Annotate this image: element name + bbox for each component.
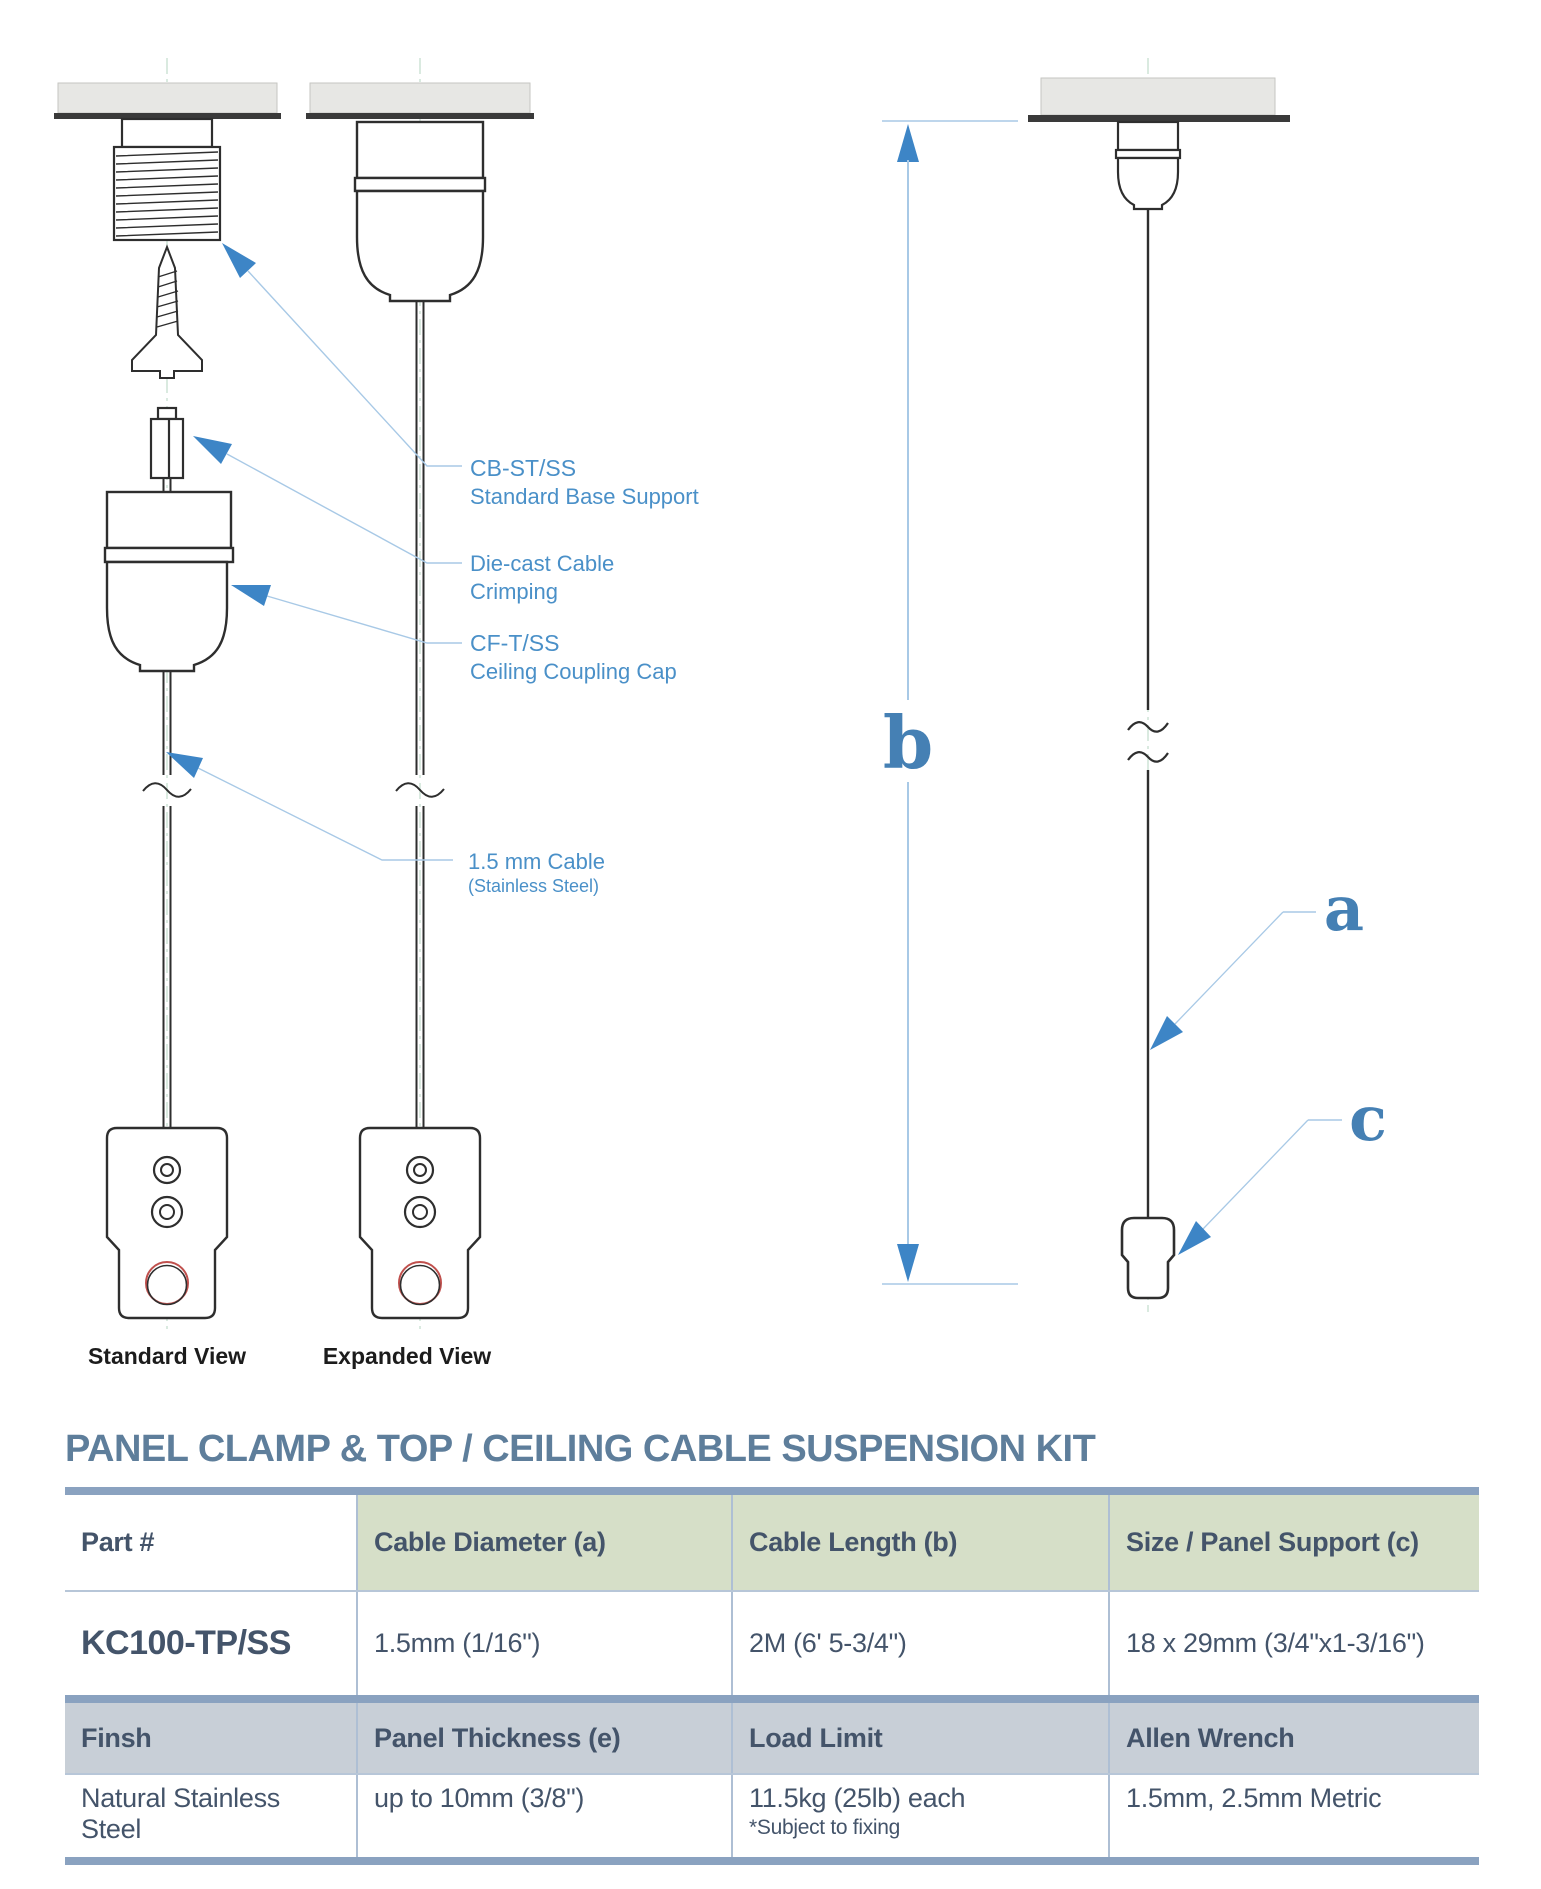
expanded-view-figure bbox=[306, 82, 534, 1320]
ceiling-line bbox=[54, 113, 281, 119]
ceiling-plate bbox=[309, 82, 531, 114]
cable-break bbox=[1127, 721, 1169, 763]
table-middle-bar bbox=[65, 1695, 1479, 1703]
suspension-cable bbox=[415, 301, 425, 1128]
cell-allen-wrench: 1.5mm, 2.5mm Metric bbox=[1110, 1775, 1479, 1857]
header-cable-length: Cable Length (b) bbox=[733, 1495, 1110, 1590]
part-label-code: 1.5 mm Cable bbox=[468, 849, 605, 874]
cell-part-number: KC100-TP/SS bbox=[65, 1592, 358, 1695]
mounting-screw bbox=[131, 244, 203, 379]
dimension-line-b: b bbox=[882, 120, 1018, 1285]
leader-c: c bbox=[1178, 1082, 1387, 1255]
dimension-label-c: c bbox=[1349, 1082, 1387, 1155]
table-header-row-2: Finsh Panel Thickness (e) Load Limit All… bbox=[65, 1703, 1479, 1775]
table-bottom-bar bbox=[65, 1857, 1479, 1865]
view-captions: Standard View Expanded View bbox=[88, 1343, 491, 1369]
leader-a: a bbox=[1150, 872, 1364, 1050]
table-data-row-2: Natural Stainless Steel up to 10mm (3/8"… bbox=[65, 1775, 1479, 1857]
dimension-label-a: a bbox=[1324, 872, 1364, 945]
part-label-desc: Ceiling Coupling Cap bbox=[470, 659, 677, 684]
standard-view-label: Standard View bbox=[88, 1343, 246, 1369]
header-part-number: Part # bbox=[65, 1495, 358, 1590]
part-label-desc: (Stainless Steel) bbox=[468, 876, 599, 896]
arrowhead bbox=[1178, 1221, 1211, 1255]
header-cable-diameter: Cable Diameter (a) bbox=[358, 1495, 733, 1590]
part-label-code: CB-ST/SS bbox=[470, 455, 576, 481]
header-panel-support: Size / Panel Support (c) bbox=[1110, 1495, 1479, 1590]
cable-break bbox=[395, 782, 445, 798]
cable-crimp bbox=[149, 406, 185, 480]
arrowhead bbox=[231, 585, 271, 606]
header-finish: Finsh bbox=[65, 1703, 358, 1773]
ceiling-line bbox=[1028, 115, 1290, 122]
cell-cable-length: 2M (6' 5-3/4") bbox=[733, 1592, 1110, 1695]
arrowhead bbox=[1150, 1016, 1183, 1050]
thread-lines bbox=[115, 151, 219, 237]
part-label-desc: Standard Base Support bbox=[470, 484, 699, 509]
panel-clamp bbox=[105, 1126, 229, 1320]
arrowhead-up bbox=[897, 124, 919, 162]
top-fitting bbox=[1114, 120, 1182, 211]
part-leader-arrowheads bbox=[166, 243, 271, 778]
arrowhead-down bbox=[897, 1244, 919, 1282]
cell-panel-support: 18 x 29mm (3/4"x1-3/16") bbox=[1110, 1592, 1479, 1695]
part-label-code: CF-T/SS bbox=[470, 630, 559, 656]
table-header-row-1: Part # Cable Diameter (a) Cable Length (… bbox=[65, 1495, 1479, 1592]
cell-cable-diameter: 1.5mm (1/16") bbox=[358, 1592, 733, 1695]
cable-stub bbox=[162, 478, 172, 492]
spec-table: Part # Cable Diameter (a) Cable Length (… bbox=[65, 1487, 1479, 1865]
dimension-label-b: b bbox=[883, 700, 933, 785]
arrowhead bbox=[166, 752, 203, 778]
suspension-kit-diagram: b a c CB-ST/SS Standard Base Support Die… bbox=[54, 58, 1387, 1369]
arrowhead bbox=[222, 243, 256, 278]
cell-load-limit: 11.5kg (25lb) each *Subject to fixing bbox=[733, 1775, 1110, 1857]
ceiling-coupling-cap bbox=[353, 120, 487, 303]
load-limit-value: 11.5kg (25lb) each bbox=[749, 1783, 966, 1813]
panel-clamp bbox=[358, 1126, 482, 1320]
centerlines bbox=[166, 58, 1149, 1330]
ceiling-plate bbox=[57, 82, 278, 114]
suspension-cable bbox=[162, 671, 172, 1128]
load-limit-note: *Subject to fixing bbox=[749, 1816, 901, 1839]
cable-break bbox=[142, 782, 192, 798]
table-top-bar bbox=[65, 1487, 1479, 1495]
part-label-code: Die-cast Cable bbox=[470, 551, 614, 576]
header-allen-wrench: Allen Wrench bbox=[1110, 1703, 1479, 1773]
part-leaders bbox=[197, 270, 462, 861]
header-panel-thickness: Panel Thickness (e) bbox=[358, 1703, 733, 1773]
cell-panel-thickness: up to 10mm (3/8") bbox=[358, 1775, 733, 1857]
panel-support-fitting bbox=[1120, 1216, 1176, 1300]
part-labels: CB-ST/SS Standard Base Support Die-cast … bbox=[468, 455, 699, 896]
page-title: PANEL CLAMP & TOP / CEILING CABLE SUSPEN… bbox=[65, 1428, 1096, 1470]
dimension-figure bbox=[1028, 77, 1290, 1300]
standard-view-figure bbox=[54, 82, 281, 1320]
ceiling-coupling-cap bbox=[103, 490, 235, 673]
header-load-limit: Load Limit bbox=[733, 1703, 1110, 1773]
ceiling-line bbox=[306, 113, 534, 119]
cell-finish: Natural Stainless Steel bbox=[65, 1775, 358, 1857]
table-data-row-1: KC100-TP/SS 1.5mm (1/16") 2M (6' 5-3/4")… bbox=[65, 1592, 1479, 1695]
arrowhead bbox=[193, 436, 232, 464]
ceiling-plate bbox=[1040, 77, 1276, 116]
expanded-view-label: Expanded View bbox=[323, 1343, 491, 1369]
part-label-desc: Crimping bbox=[470, 579, 558, 604]
